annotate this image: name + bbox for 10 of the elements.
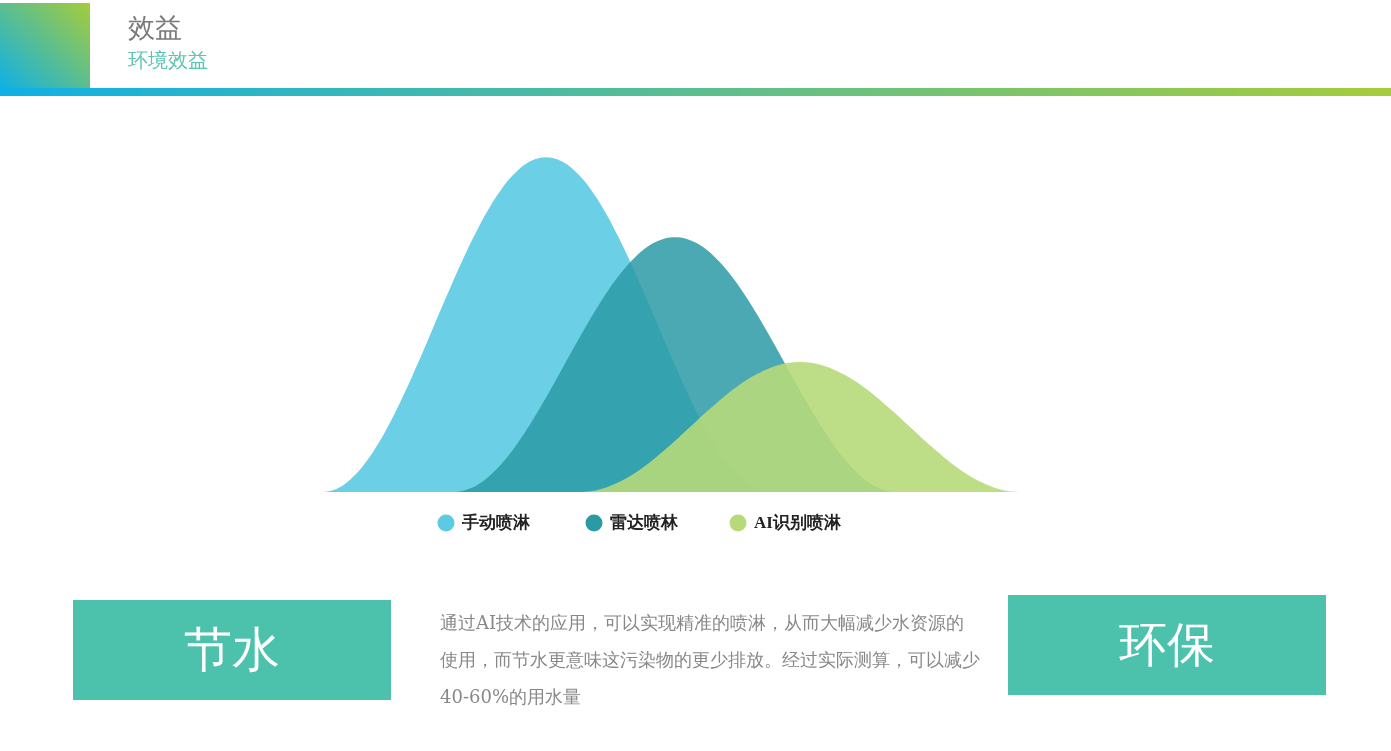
title-box — [1008, 595, 1326, 695]
box-title: 环保 — [1119, 617, 1215, 673]
legend-label: 手动喷淋 — [462, 512, 530, 534]
box-title: 节水 — [184, 622, 280, 678]
title-box — [73, 600, 391, 700]
legend-label: 雷达喷林 — [610, 512, 678, 534]
description-paragraph: 通过AI技术的应用，可以实现精准的喷淋，从而大幅减少水资源的使用，而节水更意味这污染物的更少排放。经过实际测算，可以减少40-60%的用水量 — [440, 611, 980, 709]
subtitle: 环境效益 — [128, 47, 208, 74]
title: 效益 — [128, 11, 182, 45]
legend-label: AI识别喷淋 — [754, 512, 841, 534]
